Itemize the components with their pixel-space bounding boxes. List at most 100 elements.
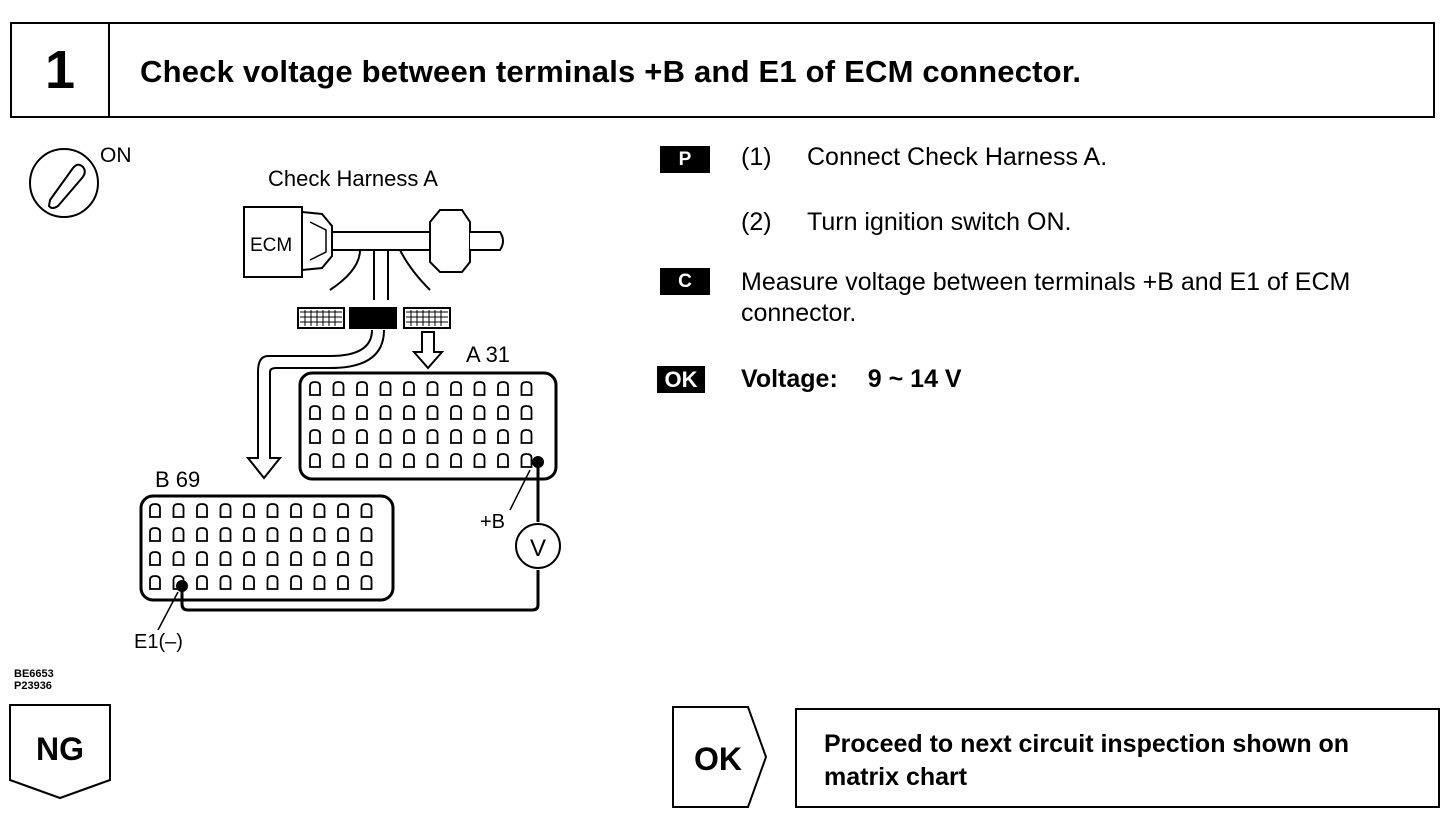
spec-label: Voltage: [741, 365, 838, 393]
connector-terminal [309, 405, 321, 420]
connector-terminal [403, 405, 415, 420]
ignition-key-icon [29, 148, 99, 218]
connector-a-label: A 31 [466, 342, 510, 367]
connector-terminal [426, 429, 439, 444]
figure-codes: BE6653 P23936 [14, 668, 54, 692]
connector-terminal [149, 503, 161, 518]
connector-terminal [450, 429, 462, 444]
connector-terminal [196, 575, 208, 590]
ok-label: OK [694, 741, 742, 777]
spec: Voltage: 9 ~ 14 V [741, 365, 962, 394]
connector-terminal [403, 429, 415, 444]
prep-step-2: (2)Turn ignition switch ON. [741, 208, 1071, 237]
connector-terminal [332, 429, 345, 444]
connector-terminal [473, 381, 486, 396]
connector-terminal [290, 503, 302, 518]
connector-terminal [497, 429, 509, 444]
connector-terminal [403, 453, 415, 468]
step-number: 1 [12, 24, 110, 116]
connector-terminal [290, 575, 302, 590]
connector-terminal [313, 527, 326, 542]
connector-terminal [473, 429, 486, 444]
plus-b-label: +B [480, 511, 505, 533]
connector-terminal [356, 381, 368, 396]
connector-terminal [473, 405, 486, 420]
connector-terminal [172, 527, 185, 542]
connector-terminal [309, 453, 321, 468]
prep-step-2-text: Turn ignition switch ON. [807, 208, 1072, 236]
connector-b-label: B 69 [155, 467, 200, 492]
connector-terminal [309, 381, 321, 396]
connector-terminal [403, 381, 415, 396]
ecm-label: ECM [250, 235, 292, 256]
ok-action-text: Proceed to next circuit inspection shown… [824, 730, 1350, 791]
ecm-unit: ECM [243, 206, 333, 278]
connector-terminal [520, 381, 533, 396]
connector-terminal [520, 405, 533, 420]
connector-terminal [172, 503, 185, 518]
harness-label: Check Harness A [268, 166, 438, 191]
connector-terminal [309, 429, 321, 444]
connector-terminal [497, 405, 509, 420]
connector-terminal [332, 381, 345, 396]
connector-terminal [196, 503, 208, 518]
step-header: 1 Check voltage between terminals +B and… [10, 22, 1435, 118]
connector-terminal [266, 551, 279, 566]
connector-terminal [450, 381, 462, 396]
figure-code: BE6653 [14, 668, 54, 680]
connector-terminal [313, 575, 326, 590]
voltmeter-label: V [530, 535, 546, 562]
connector-terminal [266, 503, 279, 518]
voltmeter [515, 523, 561, 569]
ok-action-box: Proceed to next circuit inspection shown… [795, 708, 1440, 808]
ignition-on-label: ON [100, 144, 132, 167]
connector-terminal [196, 527, 208, 542]
connector-terminal [290, 527, 302, 542]
connector-terminal [243, 575, 255, 590]
connector-terminal [266, 575, 279, 590]
figure-code: P23936 [14, 680, 52, 692]
connector-terminal [356, 453, 368, 468]
connector-terminal [266, 527, 279, 542]
connector-terminal [379, 381, 392, 396]
connector-terminal [473, 453, 486, 468]
connector-terminal [520, 429, 533, 444]
connector-terminal [356, 405, 368, 420]
connector-terminal [520, 453, 533, 468]
connector-terminal [337, 551, 349, 566]
ng-result-arrow: NG [9, 704, 111, 800]
connector-terminal [450, 405, 462, 420]
arrow-to-b69 [245, 329, 385, 480]
wiring-diagram: ON Check Harness A ECM A 31 B 69 V [29, 144, 561, 653]
ok-result-arrow: OK [672, 706, 768, 808]
check-tag: C [660, 268, 710, 295]
connector-terminal [497, 453, 509, 468]
connector-terminal [219, 551, 232, 566]
connector-terminal [172, 551, 185, 566]
spec-value: 9 ~ 14 V [867, 365, 962, 393]
prep-tag: P [660, 146, 710, 173]
connector-terminal [243, 551, 255, 566]
connector-terminal [356, 429, 368, 444]
connector-terminal [450, 453, 462, 468]
prep-step-1: (1)Connect Check Harness A. [741, 143, 1107, 172]
connector-terminal [243, 503, 255, 518]
step-title: Check voltage between terminals +B and E… [140, 54, 1082, 89]
connector-terminal [426, 453, 439, 468]
connector-terminal [360, 527, 373, 542]
connector-terminal [196, 551, 208, 566]
connector-terminal [332, 453, 345, 468]
connector-terminal [497, 381, 509, 396]
ok-spec-tag: OK [657, 366, 705, 393]
connector-terminal [219, 503, 232, 518]
connector-b69 [139, 494, 395, 602]
connector-a31 [298, 371, 558, 481]
ng-label: NG [36, 731, 84, 767]
connector-terminal [332, 405, 345, 420]
connector-terminal [360, 575, 373, 590]
connector-terminal [172, 575, 185, 590]
connector-terminal [426, 381, 439, 396]
connector-terminal [313, 551, 326, 566]
connector-terminal [360, 503, 373, 518]
connector-terminal [243, 527, 255, 542]
